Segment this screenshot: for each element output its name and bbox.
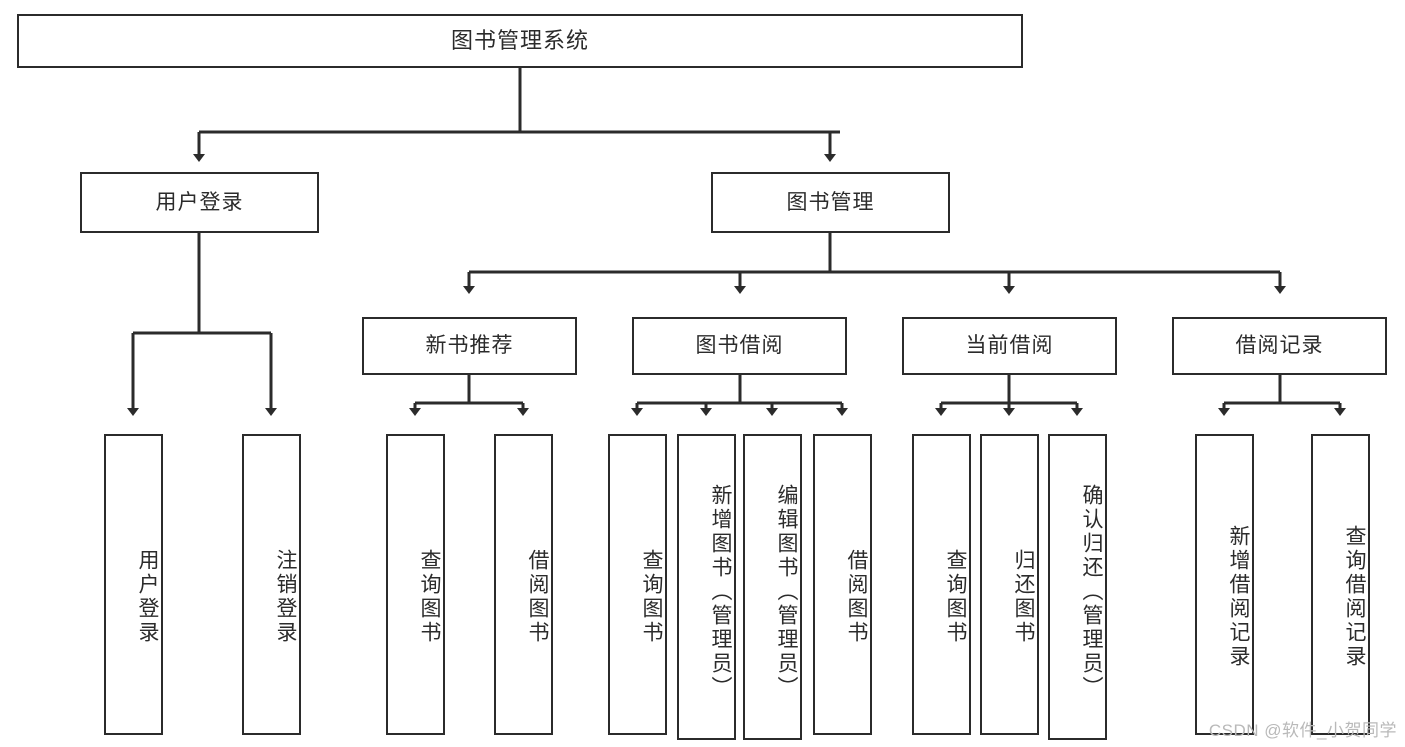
leaf-borrow-book-borrow[interactable]: 借阅图书 [813, 434, 872, 735]
leaf-edit-book-admin[interactable]: 编辑图书（管理员） [743, 434, 802, 740]
leaf-confirm-return-admin[interactable]: 确认归还（管理员） [1048, 434, 1107, 740]
leaf-return-book[interactable]: 归还图书 [980, 434, 1039, 735]
node-root-system[interactable]: 图书管理系统 [17, 14, 1023, 68]
leaf-query-borrow-record[interactable]: 查询借阅记录 [1311, 434, 1370, 735]
node-book-management[interactable]: 图书管理 [711, 172, 950, 233]
csdn-watermark: CSDN @软件_小贺同学 [1208, 721, 1397, 740]
leaf-borrow-book-recommend[interactable]: 借阅图书 [494, 434, 553, 735]
node-current-borrow[interactable]: 当前借阅 [902, 317, 1117, 375]
leaf-query-book-recommend[interactable]: 查询图书 [386, 434, 445, 735]
node-new-book-recommend[interactable]: 新书推荐 [362, 317, 577, 375]
leaf-query-book-borrow[interactable]: 查询图书 [608, 434, 667, 735]
leaf-add-book-admin[interactable]: 新增图书（管理员） [677, 434, 736, 740]
leaf-user-logout[interactable]: 注销登录 [242, 434, 301, 735]
leaf-add-borrow-record[interactable]: 新增借阅记录 [1195, 434, 1254, 735]
leaf-query-book-current[interactable]: 查询图书 [912, 434, 971, 735]
node-book-borrow[interactable]: 图书借阅 [632, 317, 847, 375]
node-borrow-record[interactable]: 借阅记录 [1172, 317, 1387, 375]
leaf-user-login[interactable]: 用户登录 [104, 434, 163, 735]
node-user-login[interactable]: 用户登录 [80, 172, 319, 233]
